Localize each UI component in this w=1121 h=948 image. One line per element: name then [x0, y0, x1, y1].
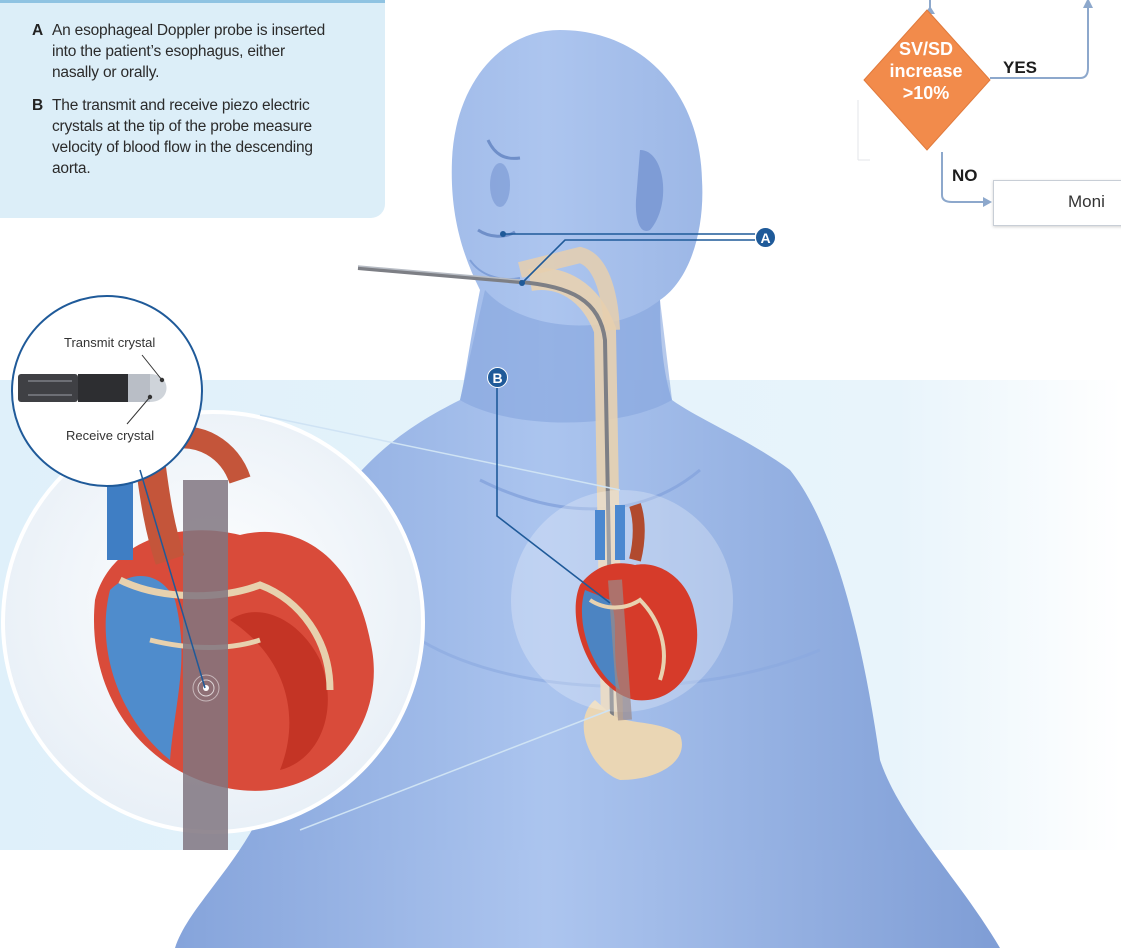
transmit-crystal-label: Transmit crystal — [64, 335, 155, 350]
monitor-text: Moni — [1068, 192, 1105, 212]
receive-crystal-label: Receive crystal — [66, 428, 154, 443]
panel-top-rule — [0, 0, 385, 3]
step-a-text: An esophageal Doppler probe is inserted … — [52, 20, 334, 83]
decision-line-3: >10% — [868, 82, 984, 104]
step-b-text: The transmit and receive piezo electric … — [52, 95, 334, 179]
no-label: NO — [952, 166, 978, 186]
marker-b: B — [487, 367, 508, 388]
decision-line-2: increase — [868, 60, 984, 82]
instruction-panel: A An esophageal Doppler probe is inserte… — [0, 0, 385, 218]
step-b-letter: B — [32, 95, 43, 116]
step-a-letter: A — [32, 20, 43, 41]
step-b: B The transmit and receive piezo electri… — [52, 95, 361, 179]
decision-line-1: SV/SD — [868, 38, 984, 60]
step-a: A An esophageal Doppler probe is inserte… — [52, 20, 361, 83]
yes-label: YES — [1003, 58, 1037, 78]
decision-label: SV/SD increase >10% — [868, 38, 984, 104]
marker-a: A — [755, 227, 776, 248]
